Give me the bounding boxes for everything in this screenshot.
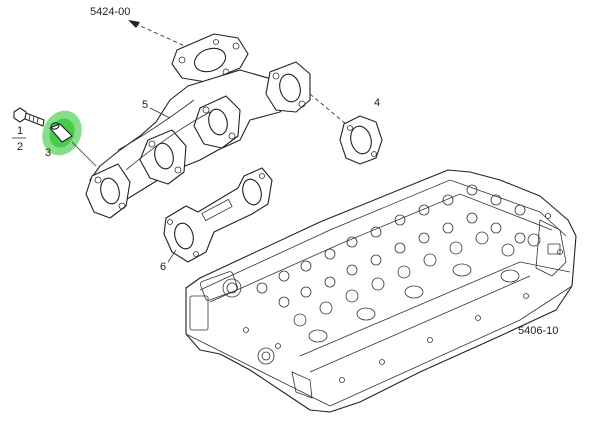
leader-gasket-end [309,93,347,125]
ref-label-cylinder-head: 5406-10 [518,325,558,337]
callout-2: 2 [17,141,23,153]
callout-4: 4 [374,97,380,109]
gasket-manifold [163,167,273,263]
gasket-end [339,115,383,165]
valve-bosses [256,184,541,327]
leader-spacer [71,141,97,167]
leader-manifold [149,107,171,119]
cam-bores [308,263,520,343]
callout-5: 5 [142,99,148,111]
callout-1: 1 [17,125,23,137]
cylinder-head [185,169,577,413]
spacer [49,122,73,143]
callout-6: 6 [160,261,166,273]
ref-label-exhaust-system: 5424-00 [90,6,130,18]
exhaust-manifold [85,33,311,219]
leader-gasket-manifold [167,249,177,263]
callout-3: 3 [45,147,51,159]
screw [13,107,45,127]
